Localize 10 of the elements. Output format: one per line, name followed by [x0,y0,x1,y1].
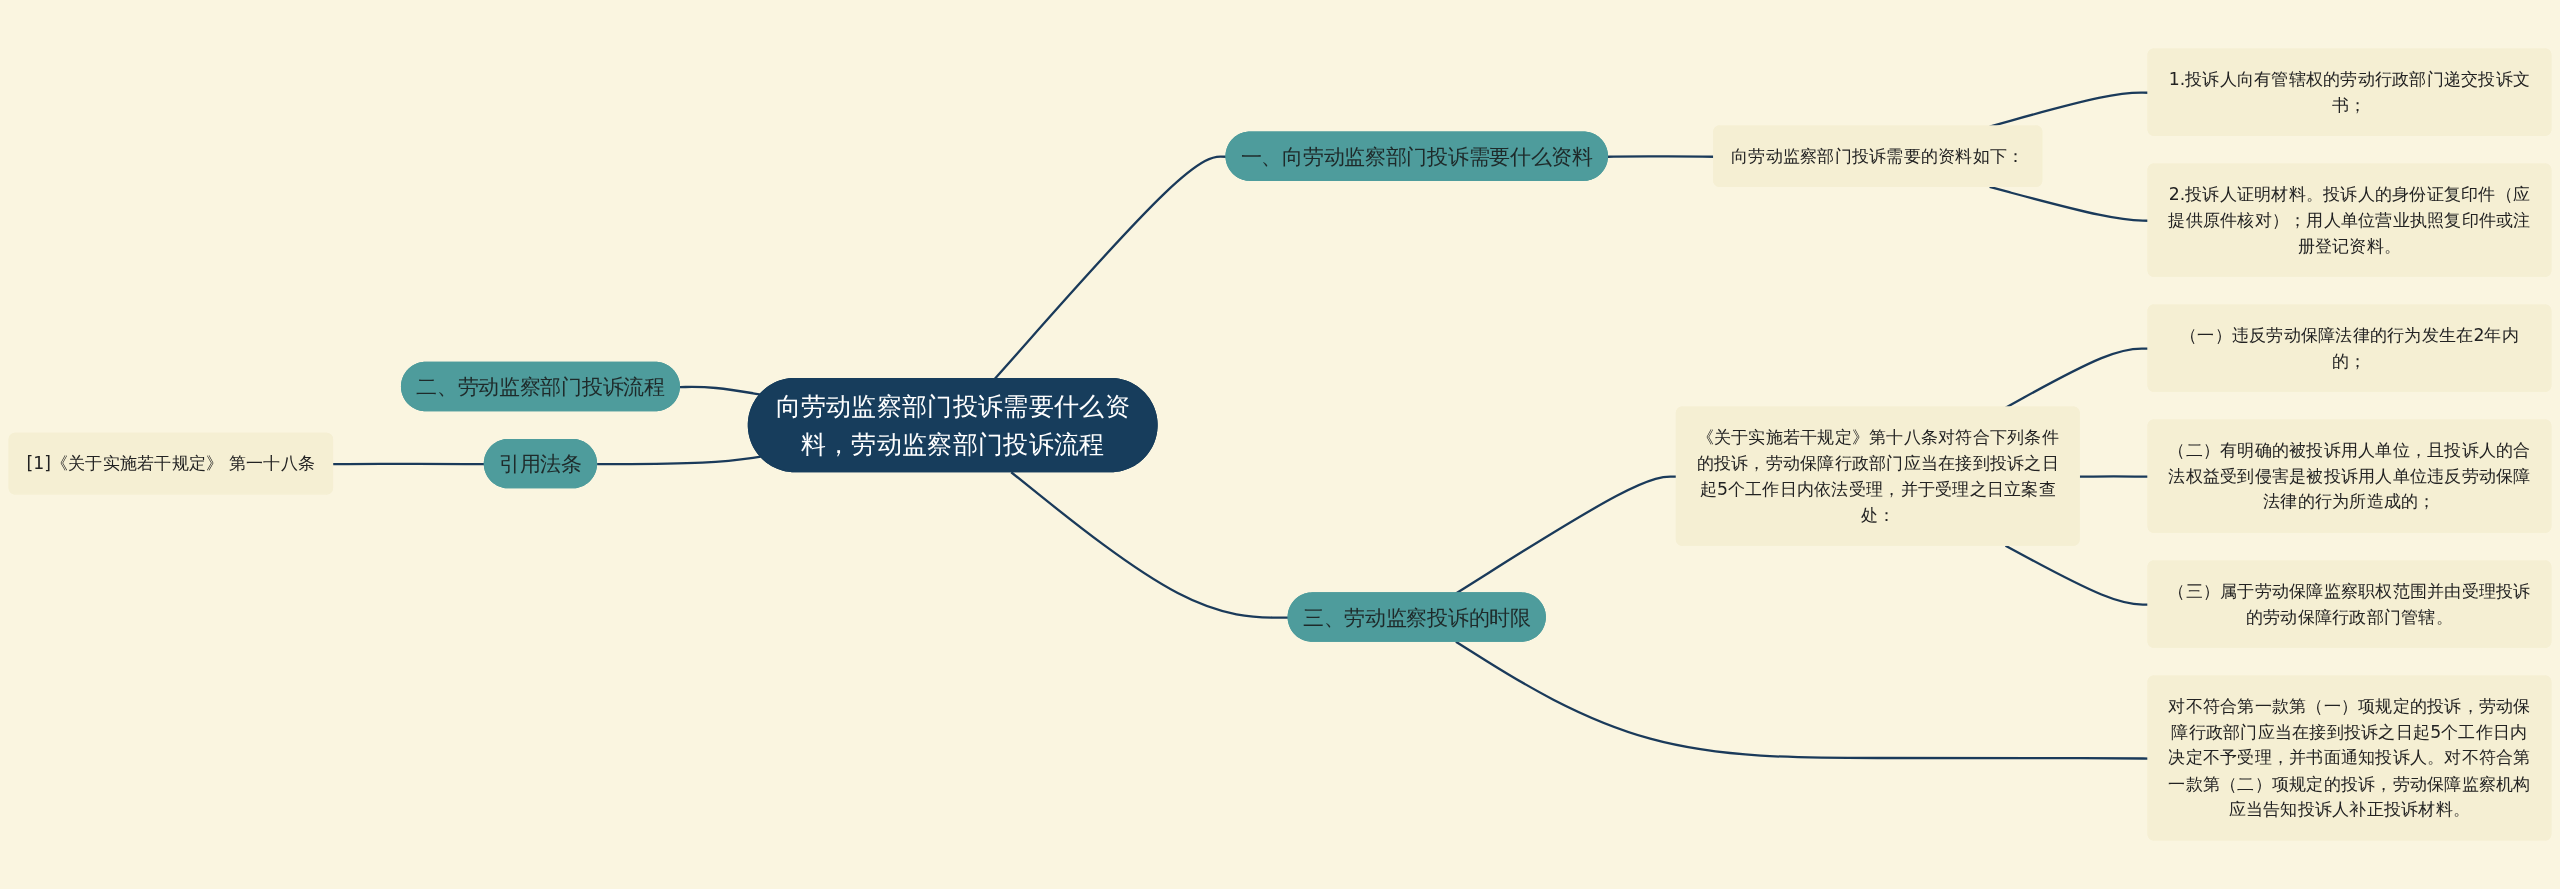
connector [1989,185,2149,222]
connector [333,462,485,466]
connector [2005,347,2149,409]
connector [2079,475,2149,478]
connector [2005,544,2149,606]
connector [679,385,761,396]
connector [993,155,1227,380]
connector [597,455,761,466]
connector [1455,640,2149,760]
connector [1010,471,1289,619]
